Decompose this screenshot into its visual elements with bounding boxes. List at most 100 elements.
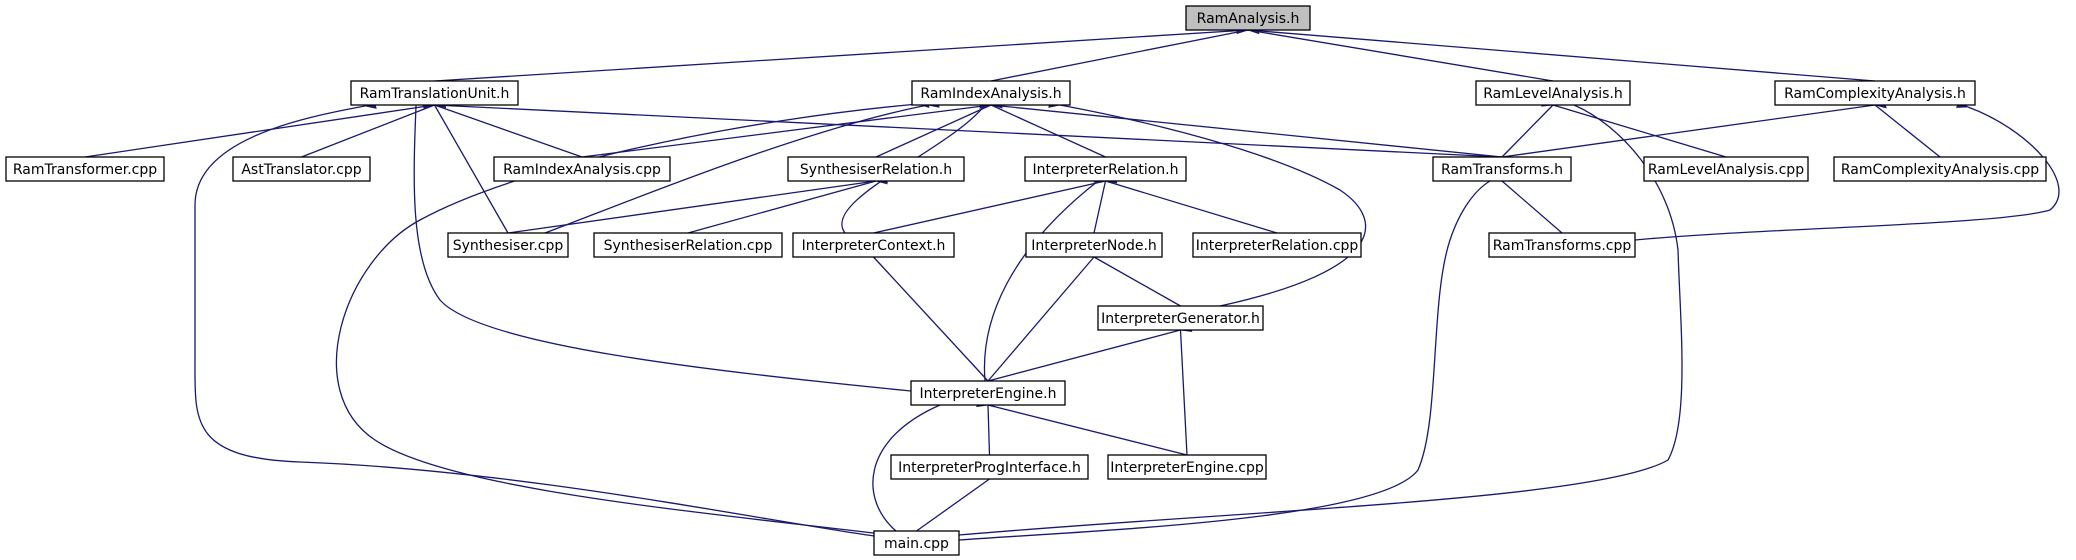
node-box[interactable] xyxy=(911,80,1071,106)
node-label: InterpreterProgInterface.h xyxy=(898,460,1081,476)
node-interpreter-prog-interface-h[interactable]: InterpreterProgInterface.h xyxy=(890,454,1089,480)
edge-interpreter-generator-h-to-interpreter-engine-cpp xyxy=(1174,318,1188,456)
node-synthesiser-relation-cpp[interactable]: SynthesiserRelation.cpp xyxy=(593,232,783,258)
edge-line xyxy=(1093,169,1113,234)
node-box[interactable] xyxy=(1488,232,1636,258)
node-box[interactable] xyxy=(1024,156,1187,182)
node-box[interactable] xyxy=(1192,232,1362,258)
node-ram-level-analysis-h[interactable]: RamLevelAnalysis.h xyxy=(1475,80,1631,106)
node-box[interactable] xyxy=(350,80,519,106)
node-label: main.cpp xyxy=(884,536,949,552)
node-label: RamTransforms.cpp xyxy=(1493,238,1632,254)
edge-line xyxy=(1501,98,1887,158)
node-interpreter-engine-cpp[interactable]: InterpreterEngine.cpp xyxy=(1107,454,1267,480)
node-box[interactable] xyxy=(1475,80,1631,106)
edge-line xyxy=(687,173,888,234)
edge-ram-translation-unit-h-to-ast-translator-cpp xyxy=(301,96,447,158)
node-box[interactable] xyxy=(1185,5,1311,31)
edge-line xyxy=(424,92,509,234)
edge-line xyxy=(958,171,1503,541)
node-label: RamComplexityAnalysis.cpp xyxy=(1841,162,2039,178)
node-label: RamLevelAnalysis.cpp xyxy=(1648,162,1804,178)
node-box[interactable] xyxy=(447,232,569,258)
edge-line xyxy=(1490,170,1563,234)
node-box[interactable] xyxy=(787,156,965,182)
node-ram-transforms-h[interactable]: RamTransforms.h xyxy=(1432,156,1572,182)
edge-line xyxy=(423,99,1503,158)
node-box[interactable] xyxy=(1025,232,1163,258)
node-box[interactable] xyxy=(1432,156,1572,182)
edge-line xyxy=(422,96,583,158)
node-box[interactable] xyxy=(1097,305,1264,331)
node-ram-index-analysis-cpp[interactable]: RamIndexAnalysis.cpp xyxy=(493,156,671,182)
edge-interpreter-relation-h-to-interpreter-context-h xyxy=(873,173,1118,234)
node-ram-translation-unit-h[interactable]: RamTranslationUnit.h xyxy=(350,80,519,106)
node-label: InterpreterGenerator.h xyxy=(1101,311,1260,327)
edge-ram-index-analysis-h-to-interpreter-generator-h xyxy=(1048,98,1367,307)
edge-line xyxy=(916,468,1002,532)
edge-line xyxy=(581,98,1003,158)
node-label: InterpreterNode.h xyxy=(1031,238,1157,254)
edge-ram-translation-unit-h-to-interpreter-engine-h xyxy=(411,94,912,392)
node-label: SynthesiserRelation.cpp xyxy=(604,238,773,254)
edge-line xyxy=(84,98,447,158)
node-box[interactable] xyxy=(593,232,783,258)
node-box[interactable] xyxy=(1643,156,1809,182)
node-ram-complexity-analysis-cpp[interactable]: RamComplexityAnalysis.cpp xyxy=(1833,156,2047,182)
node-box[interactable] xyxy=(890,454,1089,480)
edge-ram-complexity-analysis-h-to-ram-transforms-cpp xyxy=(1634,98,2060,241)
edge-line xyxy=(507,174,888,234)
node-ast-translator-cpp[interactable]: AstTranslator.cpp xyxy=(232,156,371,182)
edge-line xyxy=(194,99,875,537)
node-ram-index-analysis-h[interactable]: RamIndexAnalysis.h xyxy=(911,80,1071,106)
edge-line xyxy=(1634,98,2060,241)
node-label: InterpreterRelation.cpp xyxy=(1196,238,1359,254)
edge-synthesiser-relation-h-to-synthesiser-relation-cpp xyxy=(687,173,888,234)
node-box[interactable] xyxy=(873,530,960,556)
node-main-cpp[interactable]: main.cpp xyxy=(873,530,960,556)
node-ram-analysis-h[interactable]: RamAnalysis.h xyxy=(1185,5,1311,31)
node-ram-level-analysis-cpp[interactable]: RamLevelAnalysis.cpp xyxy=(1643,156,1809,182)
node-interpreter-node-h[interactable]: InterpreterNode.h xyxy=(1025,232,1163,258)
node-box[interactable] xyxy=(1774,80,1976,106)
edge-interpreter-node-h-to-interpreter-engine-h xyxy=(987,245,1105,382)
node-box[interactable] xyxy=(232,156,371,182)
edge-interpreter-engine-h-to-interpreter-prog-interface-h xyxy=(982,393,993,456)
node-interpreter-generator-h[interactable]: InterpreterGenerator.h xyxy=(1097,305,1264,331)
node-box[interactable] xyxy=(792,232,955,258)
node-interpreter-relation-cpp[interactable]: InterpreterRelation.cpp xyxy=(1192,232,1362,258)
node-ram-complexity-analysis-h[interactable]: RamComplexityAnalysis.h xyxy=(1774,80,1976,106)
edge-line xyxy=(979,98,1503,158)
node-ram-transforms-cpp[interactable]: RamTransforms.cpp xyxy=(1488,232,1636,258)
node-box[interactable] xyxy=(1833,156,2047,182)
node-label: InterpreterRelation.h xyxy=(1033,162,1179,178)
edge-line xyxy=(1048,98,1367,307)
node-interpreter-relation-h[interactable]: InterpreterRelation.h xyxy=(1024,156,1187,182)
node-ram-transformer-cpp[interactable]: RamTransformer.cpp xyxy=(5,156,165,182)
edge-ram-translation-unit-h-to-ram-index-analysis-cpp xyxy=(422,96,583,158)
node-interpreter-engine-h[interactable]: InterpreterEngine.h xyxy=(910,380,1066,406)
node-box[interactable] xyxy=(910,380,1066,406)
node-box[interactable] xyxy=(1107,454,1267,480)
node-label: InterpreterEngine.h xyxy=(920,386,1057,402)
edge-ram-complexity-analysis-h-to-ram-transforms-h xyxy=(1501,98,1887,158)
node-interpreter-context-h[interactable]: InterpreterContext.h xyxy=(792,232,955,258)
edge-ram-level-analysis-h-to-main-cpp xyxy=(958,96,1683,536)
node-box[interactable] xyxy=(5,156,165,182)
node-label: RamIndexAnalysis.h xyxy=(920,86,1061,102)
node-label: RamLevelAnalysis.h xyxy=(1483,86,1623,102)
edge-ram-translation-unit-h-to-ram-transforms-h xyxy=(423,99,1503,158)
node-synthesiser-relation-h[interactable]: SynthesiserRelation.h xyxy=(787,156,965,182)
edge-line xyxy=(990,22,1260,82)
edge-interpreter-relation-h-to-interpreter-engine-h xyxy=(983,170,1110,382)
edge-ram-index-analysis-h-to-ram-transforms-h xyxy=(979,98,1503,158)
node-box[interactable] xyxy=(493,156,671,182)
node-label: InterpreterEngine.cpp xyxy=(1110,460,1264,476)
edge-ram-level-analysis-h-to-ram-level-analysis-cpp xyxy=(1541,97,1727,158)
edge-line xyxy=(336,98,930,536)
edge-line xyxy=(1501,93,1565,158)
edge-line xyxy=(301,96,447,158)
edge-ram-index-analysis-h-to-ram-index-analysis-cpp xyxy=(581,98,1003,158)
node-synthesiser-cpp[interactable]: Synthesiser.cpp xyxy=(447,232,569,258)
edge-ram-index-analysis-h-to-synthesiser-cpp xyxy=(544,97,940,234)
